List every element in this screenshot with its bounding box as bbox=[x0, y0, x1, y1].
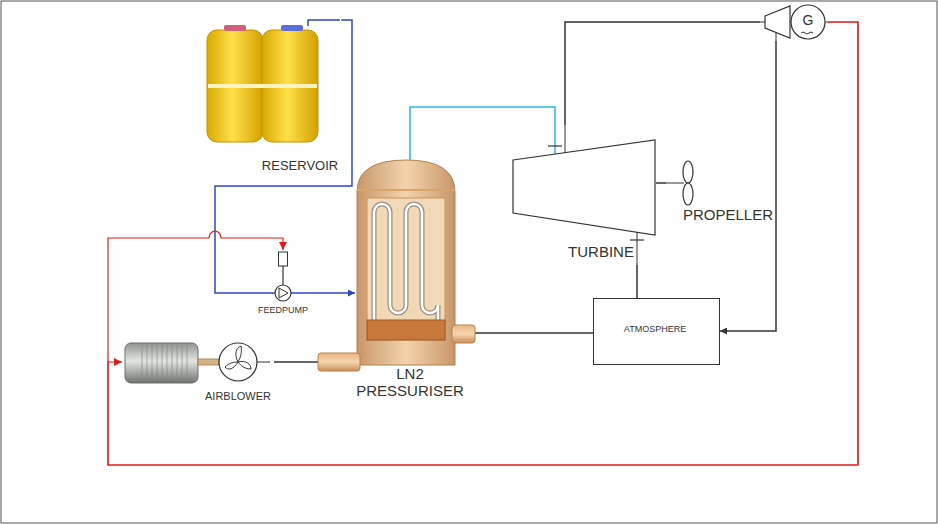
heat-coil bbox=[374, 204, 438, 320]
pipe-connector bbox=[656, 182, 666, 184]
generator-set bbox=[760, 5, 828, 41]
shaft-stub bbox=[666, 183, 684, 184]
component-label: G bbox=[803, 12, 814, 28]
shaft-stub bbox=[760, 22, 765, 23]
compressor-casing bbox=[765, 6, 790, 38]
duct-stub bbox=[257, 362, 270, 363]
pipe-stub bbox=[250, 292, 275, 294]
pipe-stub bbox=[554, 125, 556, 154]
pump-body bbox=[275, 285, 291, 301]
motor-ribs bbox=[140, 345, 190, 381]
pipe-connector bbox=[108, 22, 858, 465]
pipe-stub bbox=[291, 292, 316, 294]
propeller-unit: PROPELLER bbox=[666, 158, 790, 230]
reservoir-tanks bbox=[207, 20, 340, 142]
component-label: RESERVOIR bbox=[262, 159, 338, 174]
shaft-stub bbox=[776, 33, 777, 41]
valve-actuator bbox=[279, 252, 288, 266]
motor-body bbox=[125, 343, 198, 383]
inlet-valve-tick bbox=[548, 145, 562, 146]
tank-cap bbox=[224, 25, 246, 31]
valve-stem bbox=[282, 266, 283, 285]
motor-shaft bbox=[198, 359, 219, 365]
pipe-connector bbox=[636, 265, 638, 298]
component-label: PROPELLER bbox=[683, 206, 773, 223]
pipe-connector bbox=[316, 292, 355, 294]
component-label: ATMOSPHERE bbox=[624, 324, 686, 334]
reservoir-unit: RESERVOIR bbox=[198, 12, 341, 180]
blower-blades bbox=[225, 346, 251, 369]
pressuriser-unit: LN2 PRESSURISER bbox=[355, 155, 475, 417]
component-label: AIRBLOWER bbox=[205, 390, 271, 403]
exhaust-stub bbox=[637, 232, 638, 265]
pipe-connector bbox=[410, 107, 555, 155]
vessel-panel bbox=[367, 198, 445, 340]
airblower-unit: AIRBLOWER bbox=[122, 335, 274, 407]
pipe-connector bbox=[565, 22, 760, 125]
shaft-stub bbox=[565, 125, 566, 153]
feedpump-unit: FEEDPUMP bbox=[250, 250, 316, 318]
pump-triangle bbox=[279, 288, 288, 298]
burner-base bbox=[367, 320, 445, 340]
vessel-seam bbox=[357, 189, 455, 191]
atmosphere-box: ATMOSPHERE bbox=[593, 298, 720, 365]
propeller-symbol bbox=[666, 161, 693, 205]
heat-coil bbox=[374, 204, 438, 320]
pipe-connector bbox=[108, 22, 858, 465]
airblower-set bbox=[125, 343, 270, 383]
generator-unit: G bbox=[760, 3, 828, 41]
vessel-body bbox=[357, 160, 455, 365]
outlet-valve-tick bbox=[630, 239, 644, 240]
pressuriser-vessel bbox=[318, 155, 475, 371]
propeller-blade bbox=[683, 183, 693, 205]
feedpump-symbol bbox=[250, 252, 316, 301]
cable-stub bbox=[825, 21, 828, 22]
outlet-pipe bbox=[308, 20, 340, 26]
ac-wave bbox=[801, 32, 813, 34]
component-label: LN2 PRESSURISER bbox=[354, 365, 466, 400]
propeller-blade bbox=[683, 161, 693, 183]
blower-casing bbox=[219, 343, 257, 381]
turbine-unit: TURBINE bbox=[505, 125, 656, 265]
pipe-connector bbox=[720, 41, 776, 331]
air-inlet-pipe bbox=[318, 353, 360, 371]
tank-cap bbox=[281, 25, 303, 31]
generator-circle bbox=[791, 5, 825, 39]
turbine-symbol bbox=[513, 125, 655, 265]
turbine-casing bbox=[513, 140, 655, 235]
pipe-connector bbox=[475, 332, 593, 334]
tank-band bbox=[208, 84, 317, 88]
exhaust-nozzle bbox=[452, 325, 475, 343]
component-label: FEEDPUMP bbox=[258, 305, 308, 315]
component-label: TURBINE bbox=[568, 243, 634, 260]
